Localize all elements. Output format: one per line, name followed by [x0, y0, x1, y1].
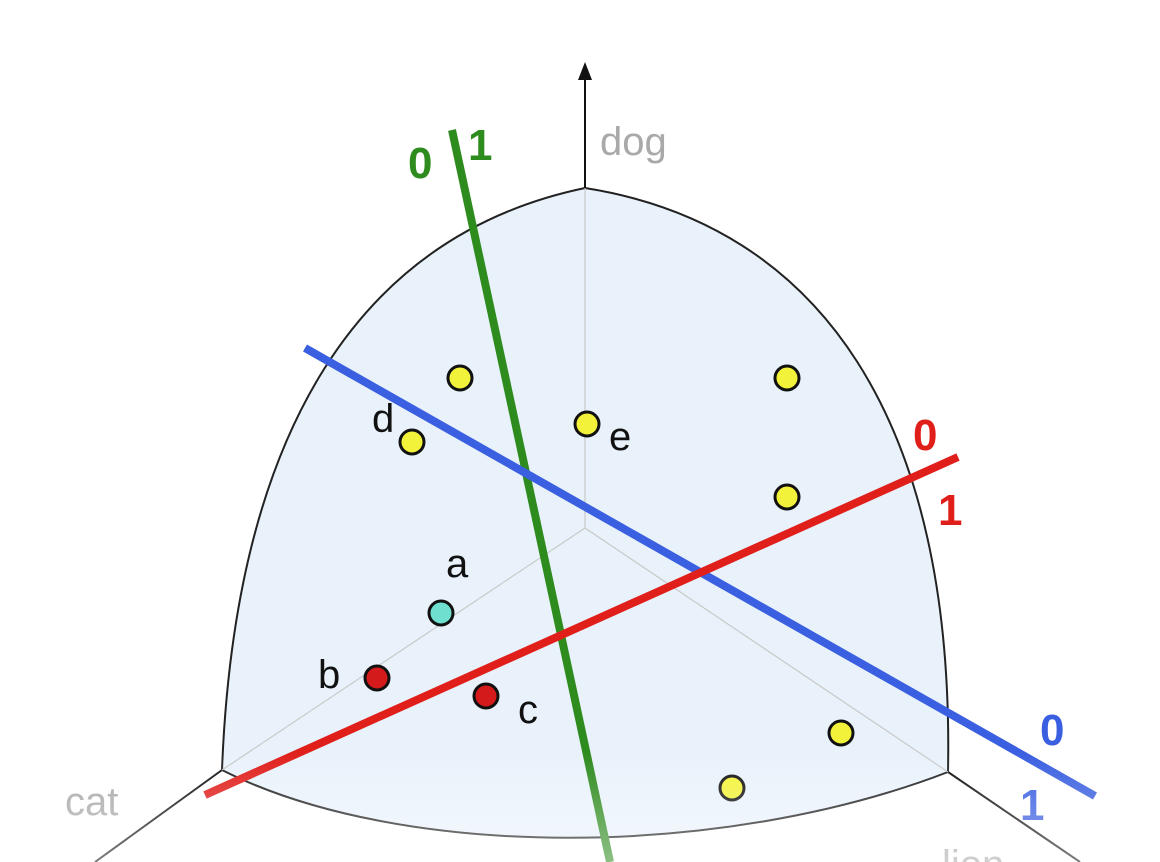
unlabeled-point — [773, 364, 801, 392]
unlabeled-point — [773, 483, 801, 511]
point-c — [472, 682, 500, 710]
green-plane-label-0: 0 — [408, 139, 432, 188]
red-plane-label-1: 1 — [938, 486, 962, 535]
point-b — [363, 664, 391, 692]
point-d — [398, 428, 426, 456]
point-a-label: a — [446, 542, 469, 586]
point-e-label: e — [609, 415, 631, 459]
unlabeled-point — [827, 719, 855, 747]
point-a — [427, 599, 455, 627]
dog-axis-arrowhead — [578, 62, 592, 80]
dog-axis-label: dog — [600, 120, 667, 164]
lion-axis-inner — [584, 527, 949, 773]
cat-axis — [94, 769, 223, 862]
point-b-label: b — [318, 653, 340, 697]
point-e — [573, 410, 601, 438]
red-plane-line — [203, 453, 960, 799]
lion-axis-label: lion — [942, 843, 1004, 862]
red-plane-label-0: 0 — [913, 411, 937, 460]
unlabeled-point — [718, 774, 746, 802]
green-plane-label-1: 1 — [468, 121, 492, 170]
cat-axis-inner — [221, 527, 586, 771]
lion-axis — [947, 771, 1081, 862]
unlabeled-point — [446, 364, 474, 392]
cat-axis-label: cat — [65, 780, 118, 824]
green-plane-line — [448, 129, 614, 862]
point-d-label: d — [372, 397, 394, 441]
blue-plane-label-1: 1 — [1020, 781, 1044, 830]
blue-plane-label-0: 0 — [1040, 706, 1064, 755]
point-c-label: c — [518, 688, 538, 732]
